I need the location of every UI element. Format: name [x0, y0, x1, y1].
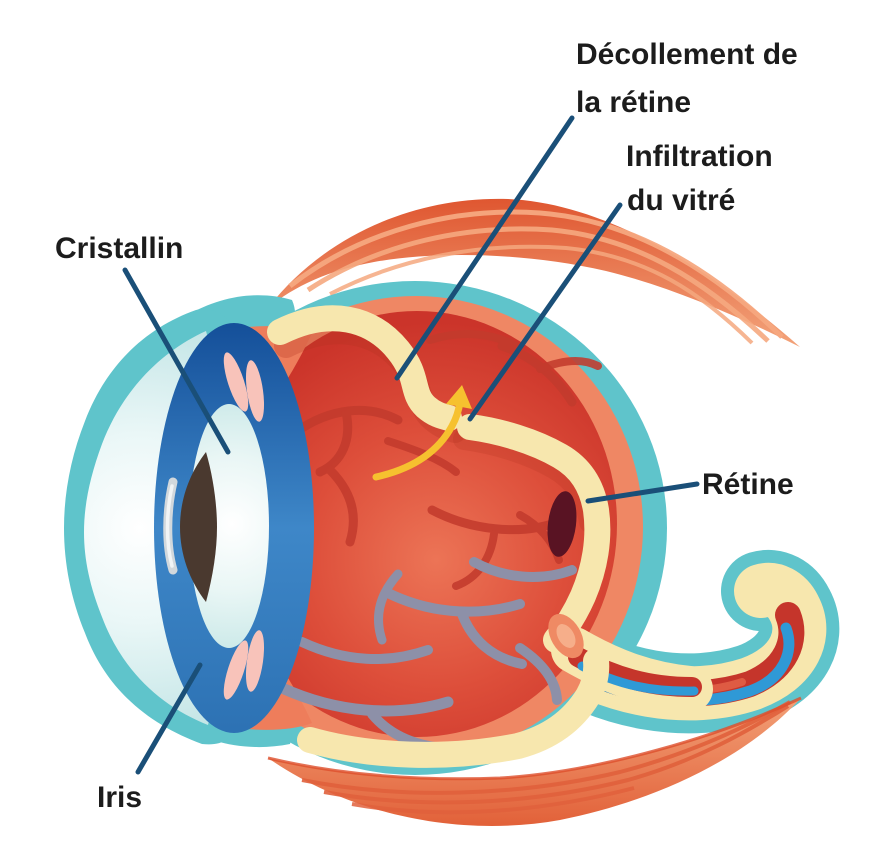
- label-detachment-line1: Décollement de: [576, 38, 798, 71]
- retinal-veins: [276, 557, 577, 754]
- muscle-fiber-stripe: [301, 700, 791, 795]
- zonule-fiber: [223, 640, 249, 700]
- label-infiltration-line2: du vitré: [627, 184, 735, 217]
- leader-line-iris: [135, 662, 203, 775]
- vein-branch: [469, 557, 577, 582]
- leader-line-detachment: [394, 115, 575, 381]
- label-iris: Iris: [97, 781, 142, 814]
- labels: Décollement de la rétine Infiltration du…: [55, 38, 798, 814]
- zonule-fibers: [223, 352, 265, 700]
- vein-branch: [381, 587, 525, 617]
- superior-rectus-muscle: [268, 198, 800, 347]
- optic-nerve-head-opening: [548, 613, 584, 659]
- artery-branch: [426, 330, 520, 350]
- artery-branch: [536, 357, 602, 373]
- nerve-opening-inner: [556, 624, 576, 648]
- superior-muscle-body: [268, 198, 800, 347]
- leader-line-cristallin: [122, 267, 231, 455]
- anterior-segment: [64, 309, 314, 745]
- optic-disc: [547, 491, 577, 557]
- retina-detached-flap: [267, 305, 462, 431]
- muscle-fiber-stripe: [306, 226, 770, 343]
- leader-line-retine: [585, 481, 700, 504]
- vein-branch: [515, 643, 562, 705]
- zonule-fiber: [245, 630, 265, 692]
- vein-branch: [297, 637, 433, 665]
- pupil: [180, 452, 217, 602]
- label-infiltration-line1: Infiltration: [626, 140, 773, 173]
- label-cristallin: Cristallin: [55, 232, 183, 265]
- leader-line-infiltration: [467, 202, 623, 422]
- label-retine: Rétine: [702, 468, 794, 501]
- vein-branch: [374, 569, 403, 645]
- vein-branch: [457, 609, 527, 669]
- artery-branch: [427, 505, 563, 535]
- muscle-fiber-stripe: [351, 786, 635, 815]
- inferior-muscle-body: [268, 698, 801, 827]
- arrow-shaft: [372, 398, 464, 481]
- vein-branch: [276, 682, 454, 717]
- zonule-fiber: [245, 360, 265, 422]
- muscle-top-edge: [267, 696, 802, 781]
- retina-right-wall: [457, 414, 611, 653]
- leader-lines: [122, 115, 700, 775]
- inferior-rectus-muscle: [267, 696, 802, 827]
- artery-branch: [325, 465, 358, 547]
- pupil-highlight-core: [165, 484, 174, 568]
- arrow-head: [446, 385, 472, 409]
- zonule-fiber: [223, 352, 249, 412]
- muscle-fiber-stripe: [323, 704, 790, 805]
- muscle-fiber-stripe: [288, 209, 784, 339]
- retina: [267, 305, 611, 768]
- vitreous-leak-arrow: [372, 385, 472, 481]
- retina-bottom: [297, 648, 610, 768]
- label-detachment-line2: la rétine: [576, 86, 691, 119]
- muscle-fiber-stripe: [329, 244, 754, 345]
